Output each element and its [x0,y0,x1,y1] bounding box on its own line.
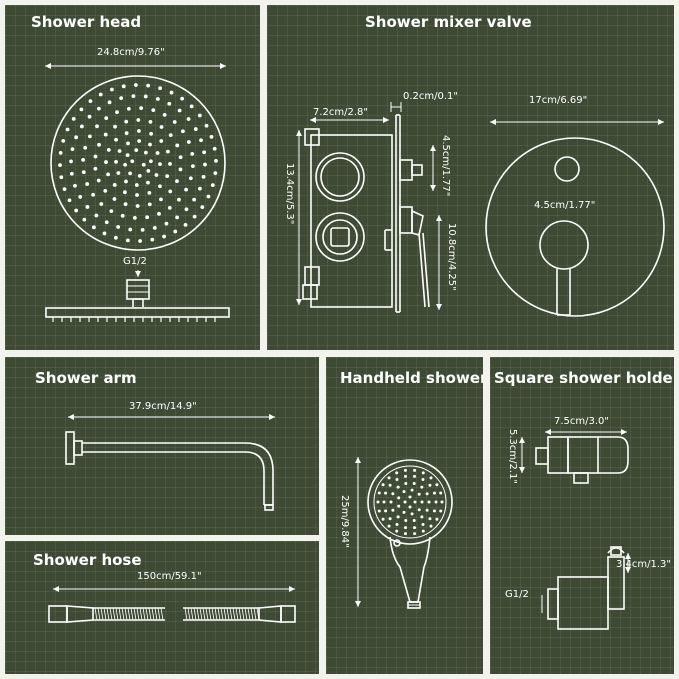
knob-height-dimension [430,145,436,191]
handheld-shower-drawing [355,457,453,609]
mixer-valve-drawing [296,102,665,317]
thread-label: G1/2 [123,256,147,267]
plate-dimension [390,102,402,112]
plate-label: 0.2cm/0.1" [403,91,459,102]
lever-side [399,206,430,308]
valve-front-view [485,137,665,317]
body-height-label: 13.4cm/5.3" [284,163,295,225]
panel-mixer-valve: Shower mixer valve [267,5,674,350]
thread-connector [126,270,150,307]
handheld-handle [389,536,431,609]
depth-dimension [310,117,389,123]
length-dimension [355,457,361,607]
nozzle-pattern [58,83,218,243]
knob-diameter-label: 4.5cm/1.77" [534,200,596,211]
lever-height-dimension [436,215,442,310]
width-label: 7.5cm/3.0" [554,416,610,427]
shower-arm-drawing [65,414,275,511]
knob-side [399,159,423,181]
shower-head-drawing [45,63,230,322]
depth-label: 7.2cm/2.8" [313,107,369,118]
knob-height-label: 4.5cm/1.77" [440,135,451,197]
outlet-dimension [625,553,631,573]
panel-title: Square shower holder [494,369,674,387]
lever-height-label: 10.8cm/4.25" [446,223,457,291]
width-dimension [45,63,226,69]
panel-shower-arm: Shower arm 37.9cm/14.9" [5,357,319,535]
shower-hose-drawing [48,586,296,623]
panel-handheld-shower: Handheld shower 25m/9.84" [326,357,483,674]
handheld-face-inner [373,465,447,539]
shower-arm-shape [65,431,274,511]
handheld-face [367,459,453,545]
diameter-dimension [490,119,664,125]
panel-shower-holder: Square shower holder [490,357,674,674]
panel-title: Handheld shower [340,369,483,387]
panel-title: Shower hose [33,551,142,569]
length-label: 37.9cm/14.9" [129,401,197,412]
height-label: 5.3cm/2.1" [507,429,518,485]
valve-body-side [302,128,393,308]
height-dimension [519,437,525,473]
head-side-profile [45,307,230,322]
hose-shape [48,605,296,623]
holder-front-view [547,546,625,630]
holder-top-view [535,436,629,484]
width-dimension [545,429,627,435]
panel-shower-head: Shower head 2 [5,5,260,350]
thread-label: G1/2 [505,589,529,600]
length-label: 150cm/59.1" [137,571,202,582]
width-label: 24.8cm/9.76" [97,47,165,58]
panel-title: Shower mixer valve [365,13,532,31]
diameter-label: 17cm/6.69" [529,95,588,106]
panel-title: Shower head [31,13,142,31]
shower-holder-drawing [519,429,631,630]
panel-title: Shower arm [35,369,137,387]
outlet-label: 3.4cm/1.3" [616,559,672,570]
length-dimension [53,586,295,592]
nozzle-pattern [376,468,444,536]
length-label: 25m/9.84" [339,495,350,548]
rain-head-disc [50,75,226,251]
panel-shower-hose: Shower hose 150cm/59.1" [5,541,319,674]
body-height-dimension [296,130,302,305]
length-dimension [68,414,275,420]
